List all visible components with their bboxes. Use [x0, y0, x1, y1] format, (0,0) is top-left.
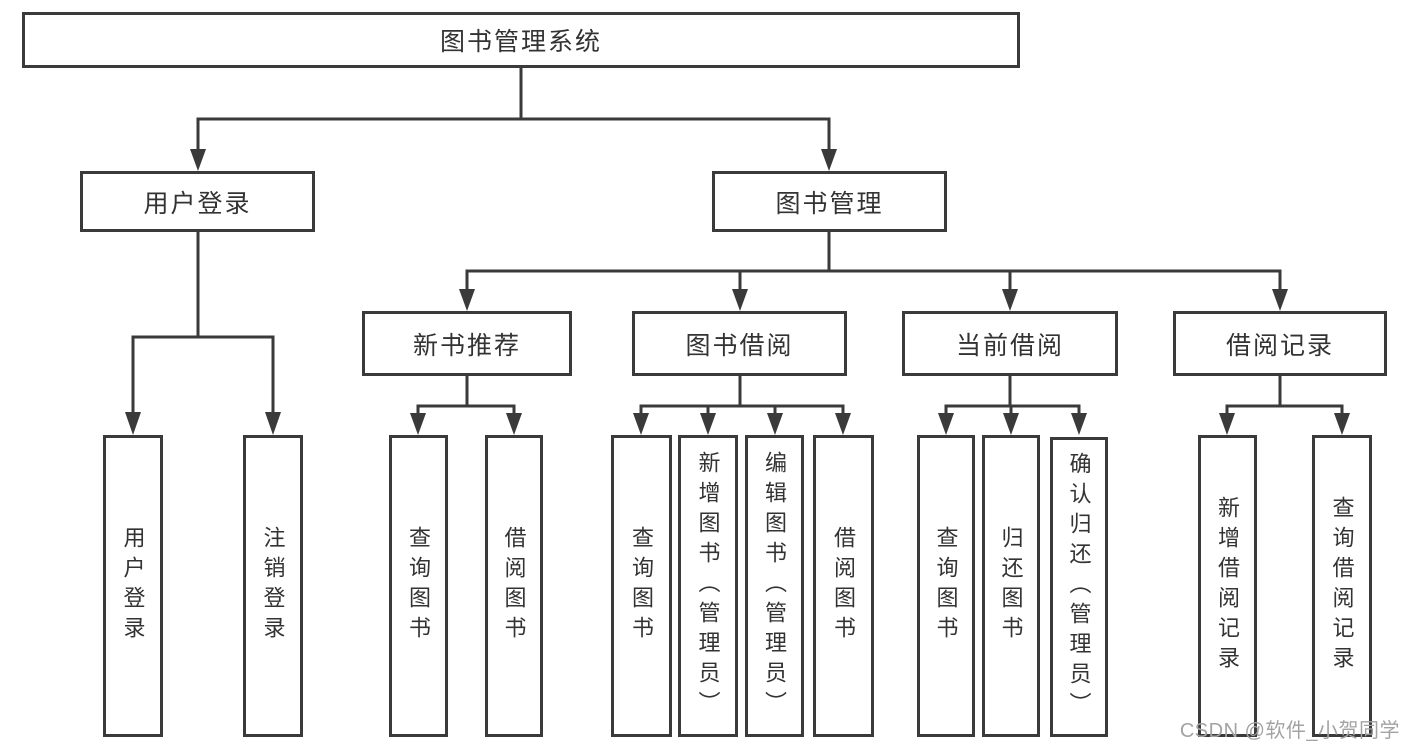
- leaf-label: 编辑图书（管理员）: [762, 451, 788, 721]
- node-current-borrowing: 当前借阅: [902, 311, 1118, 376]
- leaf-borrow-books-newbook: 借阅图书: [485, 435, 543, 737]
- node-new-book-recommendation: 新书推荐: [362, 311, 572, 376]
- leaf-label: 注销登录: [260, 526, 286, 646]
- leaf-label: 查询图书: [629, 526, 655, 646]
- leaf-query-books-newbook: 查询图书: [389, 435, 448, 737]
- node-book-borrowing: 图书借阅: [632, 311, 847, 376]
- leaf-confirm-return-admin: 确认归还（管理员）: [1050, 437, 1108, 737]
- leaf-label: 用户登录: [120, 526, 146, 646]
- watermark-csdn: CSDN @软件_小贺同学: [1179, 720, 1400, 742]
- leaf-user-login: 用户登录: [103, 435, 163, 737]
- leaf-label: 借阅图书: [501, 526, 527, 646]
- node-borrowing-records: 借阅记录: [1173, 311, 1387, 376]
- leaf-borrow-books-borrowing: 借阅图书: [813, 435, 874, 737]
- leaf-label: 查询借阅记录: [1329, 496, 1355, 676]
- leaf-label: 查询图书: [933, 526, 959, 646]
- leaf-add-borrow-record: 新增借阅记录: [1198, 435, 1257, 737]
- leaf-label: 新增图书（管理员）: [695, 451, 721, 721]
- leaf-logout: 注销登录: [243, 435, 303, 737]
- leaf-add-books-admin: 新增图书（管理员）: [678, 435, 738, 737]
- leaf-edit-books-admin: 编辑图书（管理员）: [745, 435, 804, 737]
- leaf-return-books: 归还图书: [982, 435, 1040, 737]
- leaf-label: 归还图书: [998, 526, 1024, 646]
- node-library-system: 图书管理系统: [22, 12, 1020, 68]
- leaf-query-books-current: 查询图书: [917, 435, 975, 737]
- leaf-label: 新增借阅记录: [1215, 496, 1241, 676]
- leaf-label: 查询图书: [406, 526, 432, 646]
- leaf-query-borrow-record: 查询借阅记录: [1312, 435, 1372, 737]
- leaf-query-books-borrowing: 查询图书: [611, 435, 672, 737]
- node-book-management: 图书管理: [712, 171, 947, 232]
- leaf-label: 确认归还（管理员）: [1066, 452, 1092, 722]
- node-user-login: 用户登录: [80, 171, 315, 232]
- leaf-label: 借阅图书: [831, 526, 857, 646]
